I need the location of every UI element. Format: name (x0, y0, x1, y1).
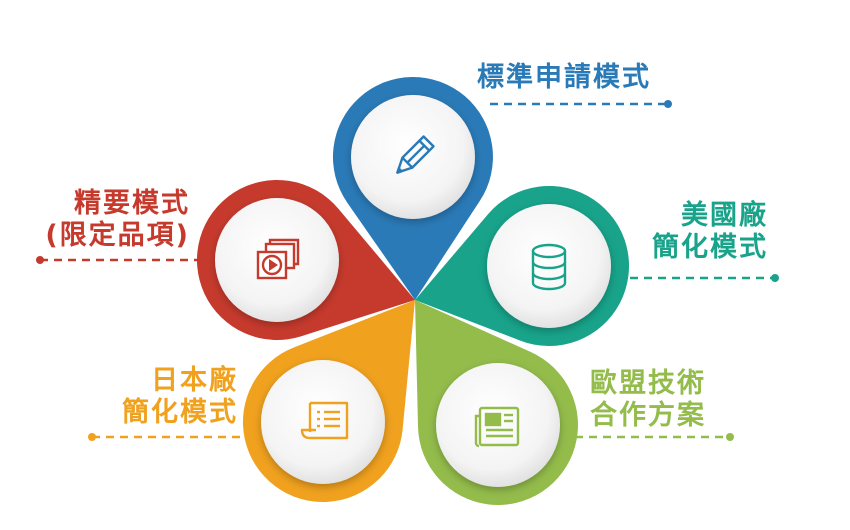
label-eu-tech-line-1: 歐盟技術 (590, 368, 706, 399)
icons (256, 135, 567, 448)
label-jp-factory: 日本廠 簡化模式 (108, 365, 238, 429)
label-essential: 精要模式 (限定品項) (40, 188, 190, 252)
label-eu-tech-line-2: 合作方案 (590, 400, 706, 431)
video-files-icon (256, 238, 300, 280)
pencil-icon (396, 135, 435, 174)
label-standard-line-1: 標準申請模式 (477, 62, 651, 93)
connector-dot-standard (664, 100, 672, 108)
database-icon (531, 243, 567, 291)
label-us-factory: 美國廠 簡化模式 (652, 200, 768, 264)
label-standard: 標準申請模式 (477, 62, 651, 94)
label-essential-line-1: 精要模式 (74, 188, 190, 219)
connector-dot-eu-tech (726, 433, 734, 441)
label-eu-tech: 歐盟技術 合作方案 (590, 368, 706, 432)
petal-disc-us-factory (487, 204, 611, 328)
label-essential-line-2: (限定品項) (45, 220, 190, 251)
label-us-factory-line-2: 簡化模式 (652, 232, 768, 263)
connector-dot-us-factory (771, 274, 779, 282)
connector-dot-jp-factory (88, 433, 96, 441)
newspaper-icon (474, 406, 520, 448)
label-jp-factory-line-1: 日本廠 (151, 365, 238, 396)
connectors (36, 100, 779, 441)
label-jp-factory-line-2: 簡化模式 (122, 397, 238, 428)
document-list-icon (300, 401, 349, 440)
petals (196, 76, 630, 505)
petal-disc-jp-factory (261, 360, 385, 484)
label-us-factory-line-1: 美國廠 (681, 200, 768, 231)
connector-dot-essential (36, 256, 44, 264)
